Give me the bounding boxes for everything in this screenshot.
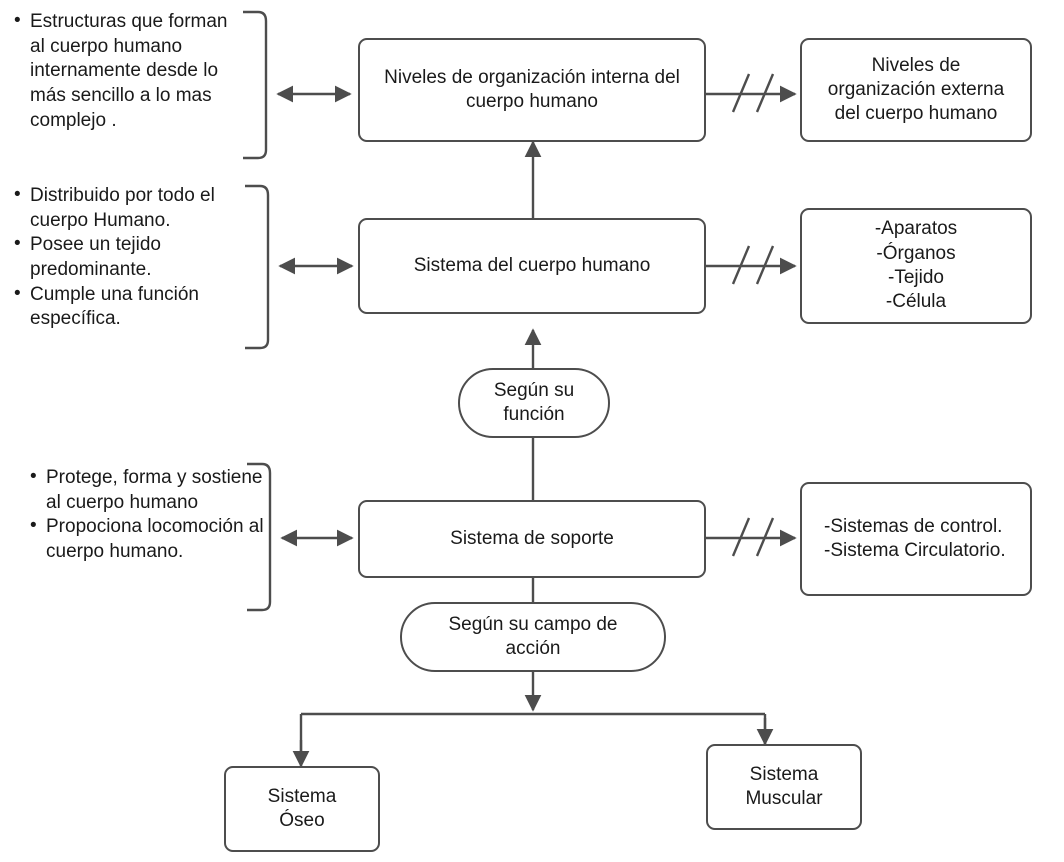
break-slash-top-2 <box>755 73 775 113</box>
break-slash-middle-1 <box>731 245 751 285</box>
bullet-item: Estructuras que forman al cuerpo humano … <box>14 9 246 133</box>
node-sistema-de-soporte[interactable]: Sistema de soporte <box>358 500 706 578</box>
bullet-group-top: Estructuras que forman al cuerpo humano … <box>14 9 246 133</box>
bullet-item: Cumple una función específica. <box>14 282 258 332</box>
node-niveles-organizacion-interna[interactable]: Niveles de organización interna del cuer… <box>358 38 706 142</box>
node-segun-su-campo-de-accion[interactable]: Según su campo de acción <box>400 602 666 672</box>
bullet-group-middle: Distribuido por todo el cuerpo Humano. P… <box>14 183 258 332</box>
bullet-group-bottom: Protege, forma y sostiene al cuerpo huma… <box>30 465 268 565</box>
brace-top <box>243 10 268 160</box>
break-slash-middle-2 <box>755 245 775 285</box>
node-segun-su-funcion[interactable]: Según su función <box>458 368 610 438</box>
break-slash-support-2 <box>755 517 775 557</box>
bullet-item: Posee un tejido predominante. <box>14 232 258 282</box>
node-sistema-muscular[interactable]: Sistema Muscular <box>706 744 862 830</box>
bullet-item: Protege, forma y sostiene al cuerpo huma… <box>30 465 268 515</box>
bullet-item: Distribuido por todo el cuerpo Humano. <box>14 183 258 233</box>
bullet-item: Propociona locomoción al cuerpo humano. <box>30 514 268 564</box>
break-slash-top-1 <box>731 73 751 113</box>
node-niveles-organizacion-externa[interactable]: Niveles de organización externa del cuer… <box>800 38 1032 142</box>
node-sistemas-control-circulatorio[interactable]: -Sistemas de control. -Sistema Circulato… <box>800 482 1032 596</box>
node-sistema-cuerpo-humano[interactable]: Sistema del cuerpo humano <box>358 218 706 314</box>
break-slash-support-1 <box>731 517 751 557</box>
node-aparatos-organos-tejido-celula[interactable]: -Aparatos -Órganos -Tejido -Célula <box>800 208 1032 324</box>
node-sistema-oseo[interactable]: Sistema Óseo <box>224 766 380 852</box>
